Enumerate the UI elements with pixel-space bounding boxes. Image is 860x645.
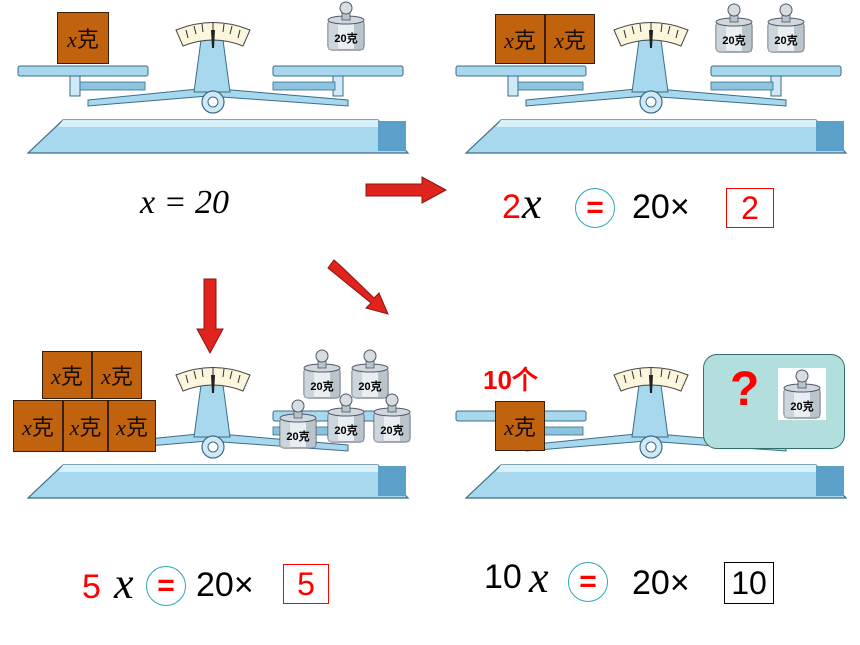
box-label: x克 (554, 28, 586, 53)
weight-20g: 20克 (346, 348, 394, 400)
x-gram-box: x克 (495, 14, 545, 64)
answer-box: 2 (726, 188, 774, 228)
balance-scale (17, 22, 410, 154)
box-label: x克 (22, 415, 54, 440)
weight-20g: 20克 (298, 348, 346, 400)
x-gram-box: x克 (545, 14, 595, 64)
weight-label: 20克 (334, 33, 358, 45)
arrow-right (365, 176, 448, 204)
rhs-expression: 20× (632, 564, 690, 602)
box-label: x克 (116, 415, 148, 440)
equals-text: = (157, 569, 175, 602)
x-gram-box: x克 (92, 351, 142, 399)
coefficient: 2 (502, 188, 521, 226)
equals-sign: = (146, 566, 186, 606)
arrow-diagonal (327, 259, 389, 315)
answer-value: 2 (741, 189, 759, 226)
weight-label: 20克 (334, 425, 358, 437)
weight-label: 20克 (722, 35, 746, 47)
weight-icon (351, 349, 389, 399)
equation-x-equals-20: x = 20 (140, 184, 229, 222)
answer-value: 5 (297, 565, 315, 602)
weight-icon (715, 3, 753, 53)
x-gram-box: x克 (495, 401, 545, 451)
weight-20g: 20克 (778, 368, 826, 420)
equals-text: = (579, 565, 597, 598)
weight-20g: 20克 (762, 2, 810, 54)
box-label: x克 (101, 364, 133, 389)
weight-icon (373, 393, 411, 443)
weight-icon (303, 349, 341, 399)
x-gram-box: x克 (63, 400, 108, 452)
weight-label: 20克 (774, 35, 798, 47)
weight-label: 20克 (286, 431, 310, 443)
x-gram-box: x克 (108, 400, 156, 452)
weight-icon (767, 3, 805, 53)
rhs-expression: 20× (196, 566, 254, 604)
answer-box: 5 (283, 564, 329, 604)
x-gram-box: x克 (57, 12, 109, 64)
equals-sign: = (575, 188, 615, 228)
weight-20g: 20克 (368, 392, 416, 444)
box-label: x克 (67, 27, 99, 52)
weight-icon (327, 1, 365, 51)
coefficient: 10 (484, 558, 522, 596)
rhs-expression: 20× (632, 188, 690, 226)
balance-scale (455, 22, 848, 154)
weight-label: 20克 (358, 381, 382, 393)
box-label: x克 (69, 415, 102, 440)
x-gram-box: x克 (13, 400, 63, 452)
arrow-down (196, 278, 224, 355)
question-mark: ? (730, 363, 760, 416)
answer-value: 10 (731, 564, 767, 601)
x-gram-box: x克 (42, 351, 92, 399)
weight-label: 20克 (310, 381, 334, 393)
box-label: x克 (504, 415, 536, 440)
weight-20g: 20克 (322, 0, 370, 52)
variable-x: x (114, 559, 134, 608)
coefficient: 5 (82, 568, 101, 606)
weight-20g: 20克 (322, 392, 370, 444)
weight-icon (279, 399, 317, 449)
weight-20g: 20克 (274, 398, 322, 450)
box-label: x克 (51, 364, 83, 389)
equals-text: = (586, 191, 604, 224)
box-label: x克 (504, 28, 536, 53)
equation-text: x = 20 (140, 184, 230, 221)
equals-sign: = (568, 562, 608, 602)
weight-label: 20克 (790, 401, 814, 413)
weight-icon (327, 393, 365, 443)
count-label: 10个 (483, 365, 538, 395)
answer-box: 10 (724, 562, 774, 604)
weight-label: 20克 (380, 425, 404, 437)
weight-20g: 20克 (710, 2, 758, 54)
variable-x: x (522, 179, 542, 228)
variable-x: x (529, 553, 549, 602)
weight-icon (783, 369, 821, 419)
